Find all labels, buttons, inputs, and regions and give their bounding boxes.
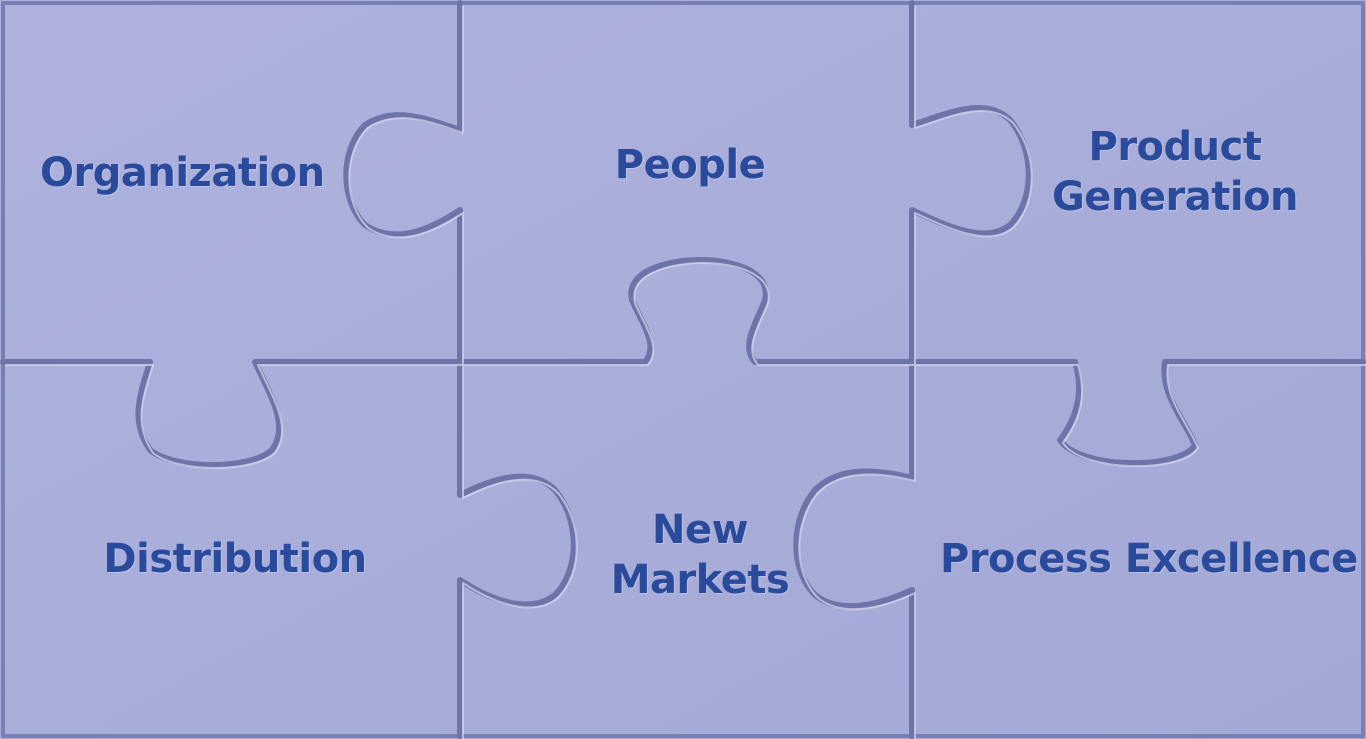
seam-highlight-horizontal-left bbox=[5, 364, 464, 469]
seam-highlight-vertical-left-lower bbox=[462, 364, 578, 739]
piece-label-distribution-line-1: Distribution bbox=[103, 536, 367, 582]
seam-highlight-horizontal-middle bbox=[462, 262, 916, 366]
seam-highlight-horizontal-right bbox=[914, 364, 1366, 468]
seam-vertical-right-lower bbox=[793, 359, 915, 739]
seam-vertical-left-upper bbox=[343, 0, 463, 365]
seam-highlight-vertical-right-upper bbox=[914, 5, 1033, 366]
seam-horizontal-middle bbox=[457, 257, 915, 365]
seam-horizontal-left bbox=[0, 359, 463, 468]
seam-vertical-right-upper bbox=[909, 0, 1032, 365]
piece-label-people: People bbox=[590, 140, 790, 190]
seam-highlight-vertical-right-lower bbox=[798, 364, 916, 739]
piece-label-process-excellence-line-1: Process Excellence bbox=[940, 536, 1358, 582]
piece-label-new-markets-line-2: Markets bbox=[610, 557, 790, 603]
piece-label-product-generation-line-2: Generation bbox=[1051, 174, 1299, 220]
piece-label-distribution: Distribution bbox=[95, 534, 375, 584]
piece-label-process-excellence: Process Excellence bbox=[940, 534, 1358, 584]
piece-label-organization: Organization bbox=[40, 148, 325, 198]
seam-horizontal-right bbox=[909, 359, 1366, 467]
piece-label-organization-line-1: Organization bbox=[40, 150, 325, 196]
seam-vertical-left-lower bbox=[457, 359, 577, 739]
piece-label-product-generation-line-1: Product bbox=[1088, 124, 1262, 170]
piece-label-new-markets: New Markets bbox=[590, 505, 810, 605]
seam-highlight-vertical-left-upper bbox=[348, 5, 464, 366]
piece-label-people-line-1: People bbox=[614, 142, 766, 188]
piece-label-product-generation: Product Generation bbox=[1045, 122, 1305, 222]
piece-label-new-markets-line-1: New bbox=[651, 507, 749, 553]
